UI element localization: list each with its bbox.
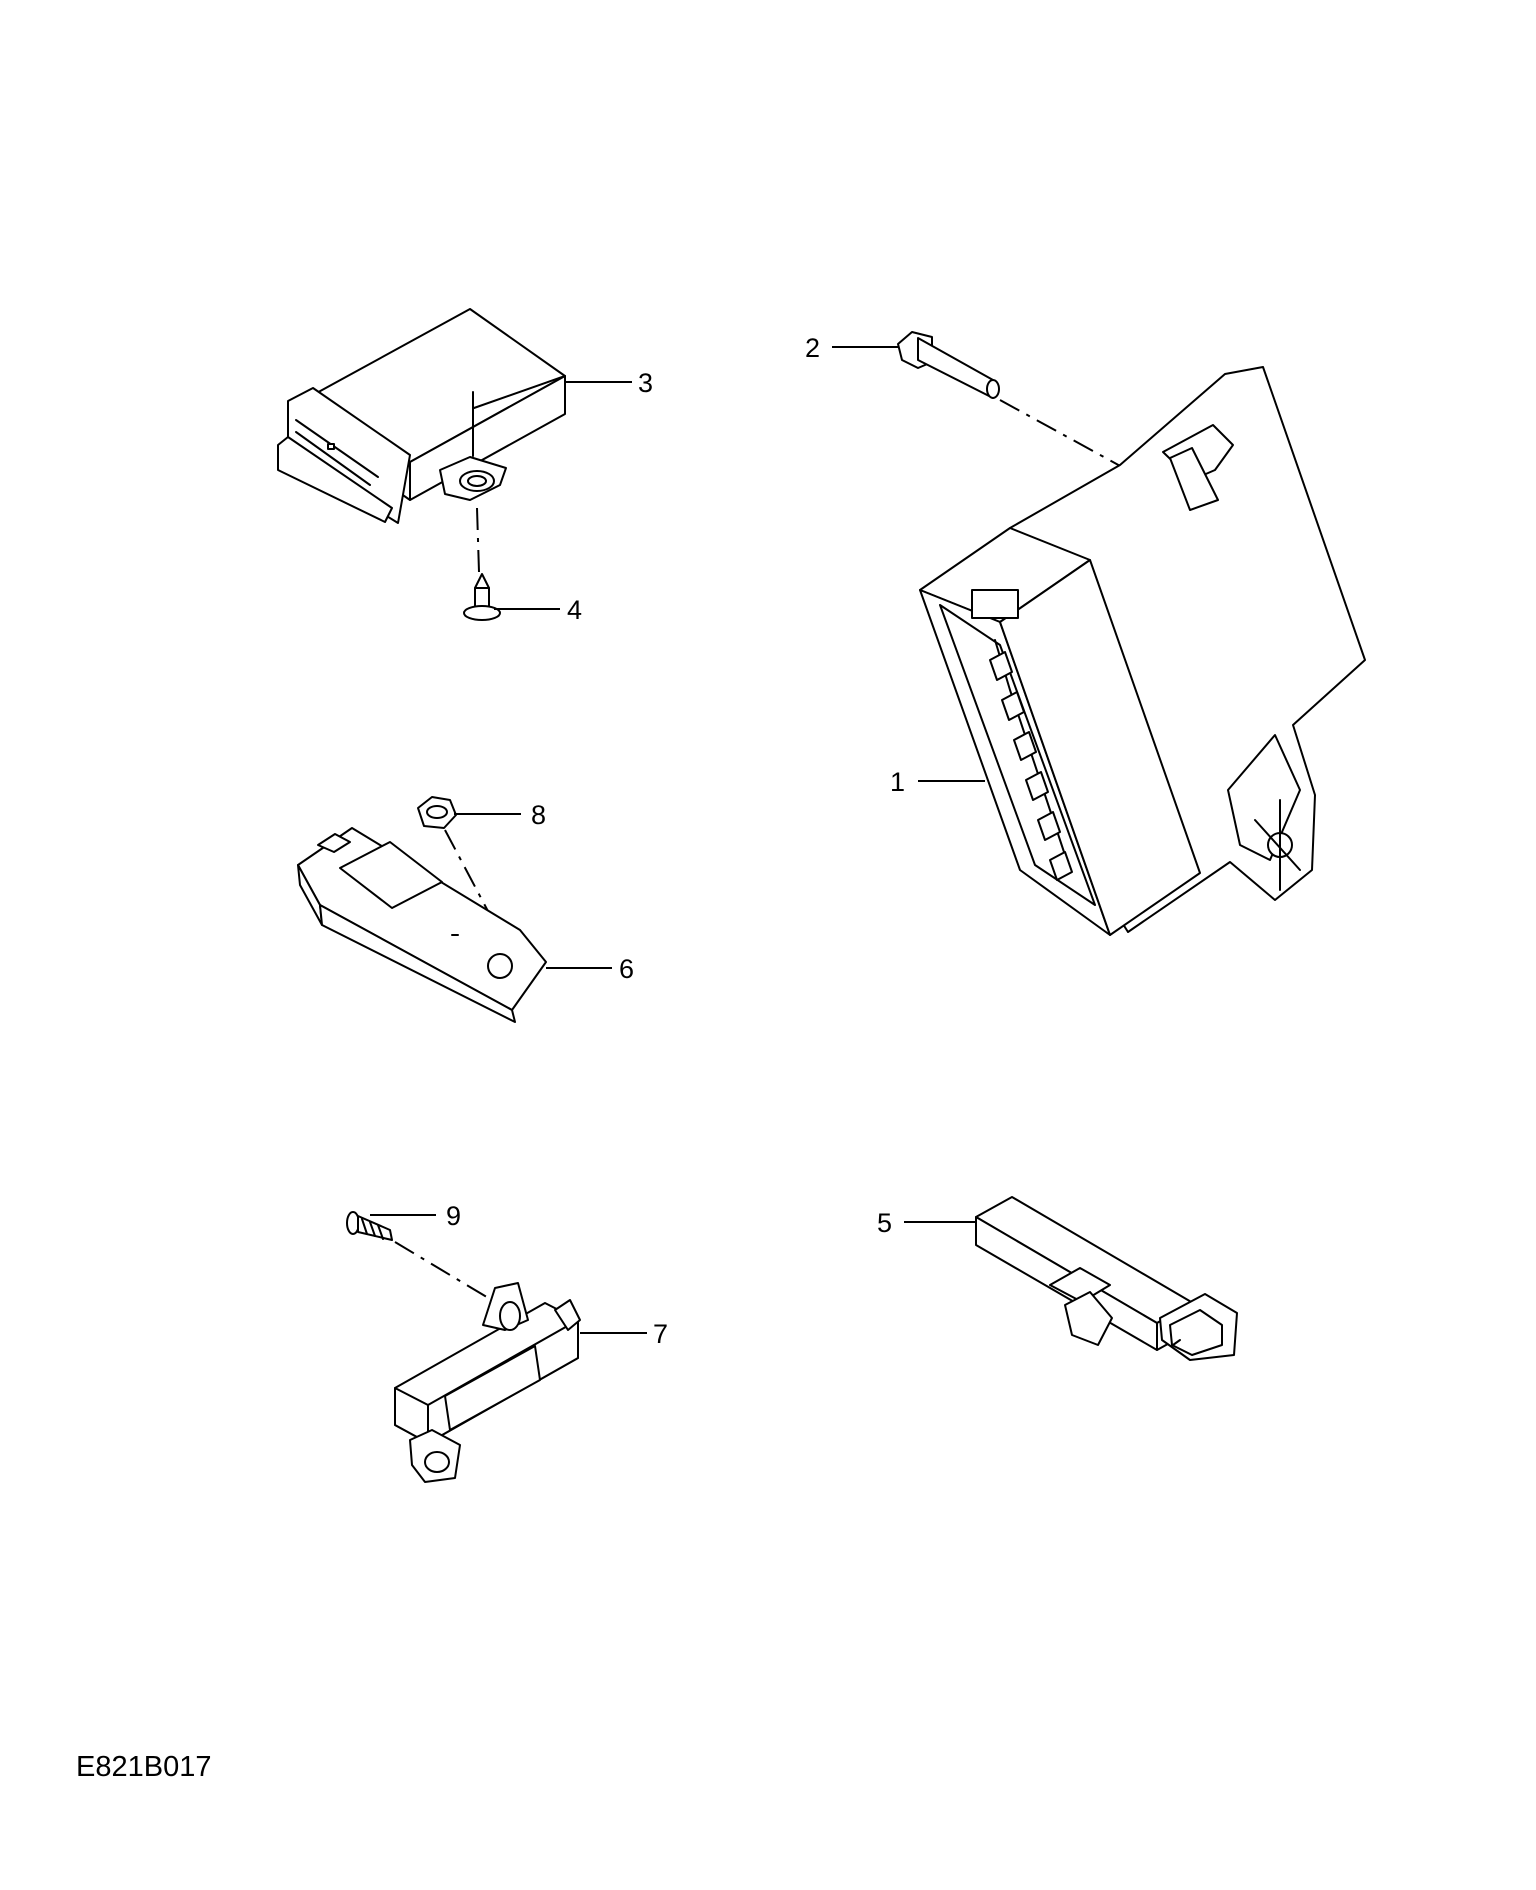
callout-5: 5: [877, 1208, 892, 1238]
callouts: 1 2 3 4 5 6 7 8 9: [446, 333, 905, 1349]
sensor-bracket-icon: [394, 1282, 581, 1483]
callout-4: 4: [567, 595, 582, 625]
callout-8: 8: [531, 800, 546, 830]
sensor-module-icon: [975, 1196, 1238, 1361]
callout-3: 3: [638, 368, 653, 398]
control-module-icon: [277, 308, 566, 524]
control-module-large-icon: [919, 366, 1366, 936]
callout-6: 6: [619, 954, 634, 984]
screw-icon: [346, 1211, 393, 1241]
callout-9: 9: [446, 1201, 461, 1231]
assembly-line: [394, 1241, 501, 1306]
callout-7: 7: [653, 1319, 668, 1349]
assembly-line: [444, 829, 491, 916]
leader-lines: [370, 346, 985, 1334]
bolt-icon: [897, 331, 1000, 399]
antenna-module-icon: [297, 827, 547, 1023]
assembly-line: [476, 507, 480, 573]
callout-2: 2: [805, 333, 820, 363]
diagram-reference-code: E821B017: [76, 1751, 212, 1783]
callout-1: 1: [890, 767, 905, 797]
screw-icon: [463, 573, 501, 621]
nut-icon: [417, 796, 457, 829]
